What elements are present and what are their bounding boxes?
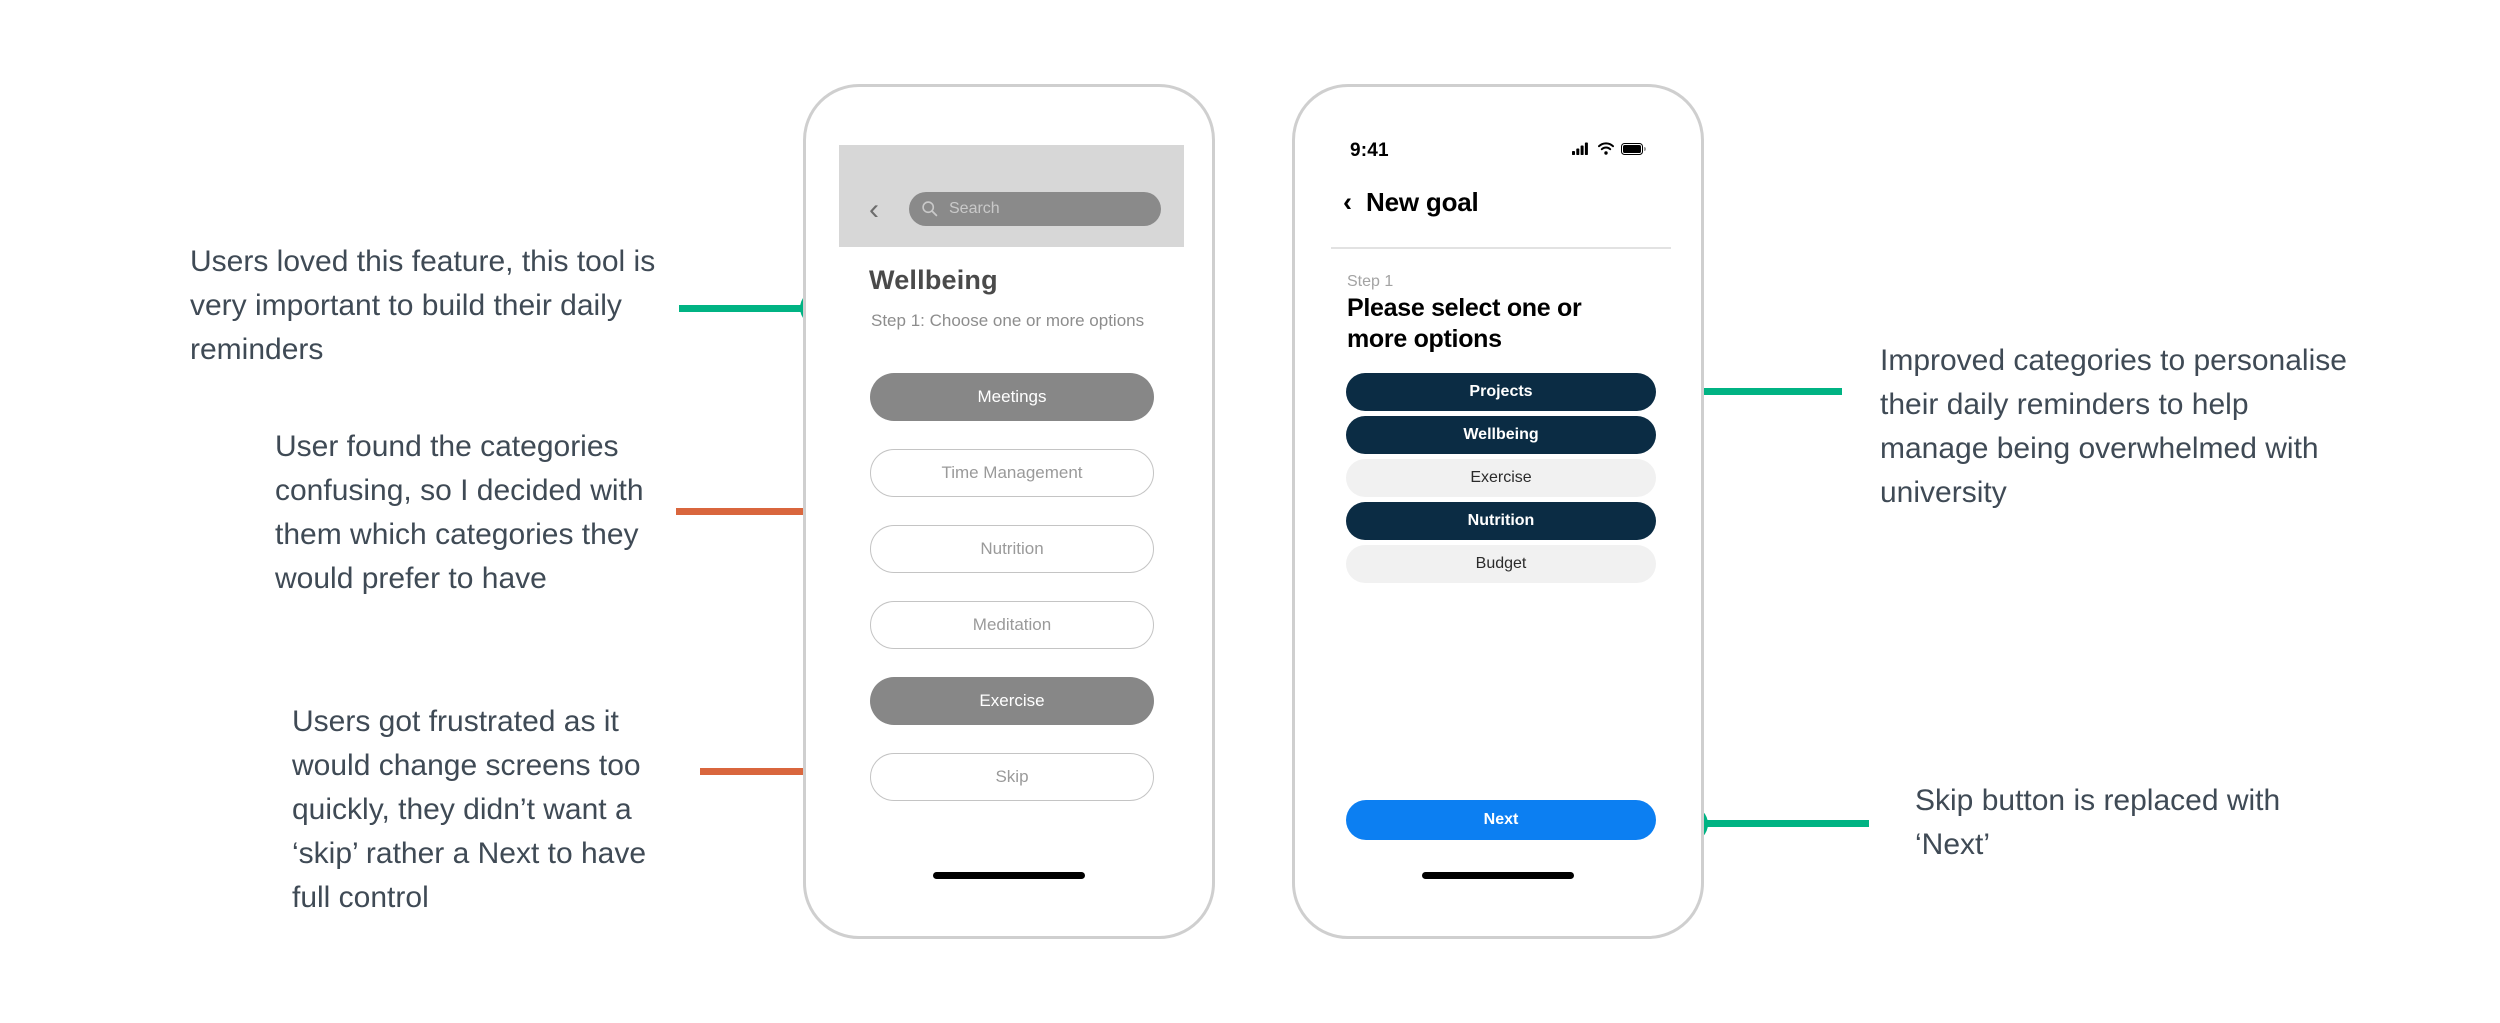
connector-line-left-1 <box>679 305 827 312</box>
status-bar: 9:41 <box>1295 137 1701 165</box>
next-button[interactable]: Next <box>1346 800 1656 840</box>
phone-mockup-wireframe: ‹ Search Wellbeing Step 1: Choose one or… <box>803 84 1215 939</box>
cellular-signal-icon <box>1572 142 1591 160</box>
option-exercise[interactable]: Exercise <box>1346 459 1656 497</box>
option-meetings[interactable]: Meetings <box>870 373 1154 421</box>
wireframe-option-list: Meetings Time Management Nutrition Medit… <box>870 373 1154 829</box>
connector-line-right-2 <box>1702 820 1869 827</box>
home-indicator <box>1422 872 1574 879</box>
search-placeholder: Search <box>949 200 1000 217</box>
option-projects[interactable]: Projects <box>1346 373 1656 411</box>
option-exercise[interactable]: Exercise <box>870 677 1154 725</box>
skip-button[interactable]: Skip <box>870 753 1154 801</box>
connector-line-left-2 <box>676 508 844 515</box>
step-label: Step 1 <box>1347 273 1394 290</box>
option-budget[interactable]: Budget <box>1346 545 1656 583</box>
status-time: 9:41 <box>1350 140 1389 161</box>
annotation-right-1: Improved categories to personalise their… <box>1880 344 2347 510</box>
annotation-right-2: Skip button is replaced with ‘Next’ <box>1915 784 2281 862</box>
status-icon-group <box>1572 142 1646 160</box>
hifi-option-list: Projects Wellbeing Exercise Nutrition Bu… <box>1346 373 1656 588</box>
back-chevron-icon[interactable]: ‹ <box>1343 187 1352 217</box>
search-icon <box>921 200 939 218</box>
step-heading: Please select one or more options <box>1347 294 1582 353</box>
back-chevron-icon[interactable]: ‹ <box>869 193 879 226</box>
wifi-icon <box>1598 142 1614 160</box>
option-time-management[interactable]: Time Management <box>870 449 1154 497</box>
option-meditation[interactable]: Meditation <box>870 601 1154 649</box>
home-indicator <box>933 872 1085 879</box>
option-wellbeing[interactable]: Wellbeing <box>1346 416 1656 454</box>
search-input[interactable]: Search <box>909 192 1161 226</box>
battery-icon <box>1621 142 1646 160</box>
annotation-left-2: User found the categories confusing, so … <box>275 430 644 596</box>
option-nutrition[interactable]: Nutrition <box>1346 502 1656 540</box>
annotation-left-1: Users loved this feature, this tool is v… <box>190 245 656 367</box>
option-nutrition[interactable]: Nutrition <box>870 525 1154 573</box>
nav-title: New goal <box>1366 187 1479 217</box>
annotation-left-3: Users got frustrated as it would change … <box>292 705 647 915</box>
nav-divider <box>1331 247 1671 249</box>
page-title: Wellbeing <box>869 265 998 295</box>
wireframe-search-bar: ‹ Search <box>839 145 1184 247</box>
phone-mockup-hifi: 9:41 <box>1292 84 1704 939</box>
connector-line-right-1 <box>1694 388 1842 395</box>
nav-bar: ‹ New goal <box>1343 187 1479 218</box>
step-instruction: Step 1: Choose one or more options <box>871 311 1145 330</box>
